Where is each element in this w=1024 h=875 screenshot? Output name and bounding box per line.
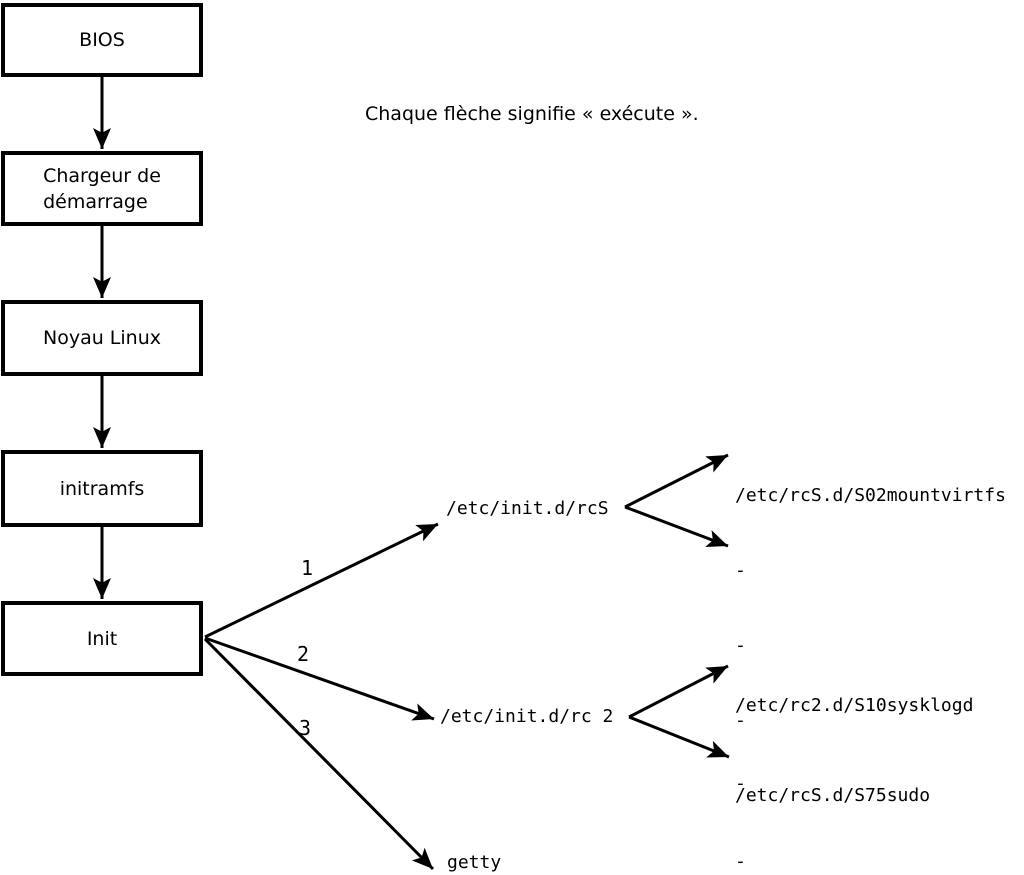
legend-note: Chaque flèche signifie « exécute ». — [365, 103, 699, 125]
rcs-script-list: /etc/rcS.d/S02mountvirtfs - - - /etc/rcS… — [735, 433, 1006, 858]
script-placeholder: - — [735, 773, 746, 794]
box-init: Init — [1, 601, 203, 676]
script-path: /etc/rcS.d/S02mountvirtfs — [735, 485, 1006, 506]
branch-2-target-path: /etc/init.d/rc 2 — [440, 706, 614, 727]
script-placeholder: - — [735, 710, 746, 731]
box-boot-loader: Chargeur de démarrage — [1, 151, 203, 226]
rc2-script-list: /etc/rc2.d/S10sysklogd - - - /etc/rc2.d/… — [735, 641, 973, 875]
script-path: /etc/rcS.d/S75sudo — [735, 785, 931, 806]
arrow-rcs-to-first-script — [624, 453, 729, 509]
branch-3-number: 3 — [299, 716, 312, 740]
box-initramfs-label: initramfs — [59, 477, 145, 500]
script-placeholder: - — [735, 560, 746, 581]
branch-2-number: 2 — [297, 642, 310, 666]
script-path: /etc/rc2.d/S10sysklogd — [735, 695, 974, 716]
branch-1-target-path: /etc/init.d/rcS — [446, 498, 609, 519]
branch-1-number: 1 — [301, 556, 314, 580]
box-linux-kernel-label: Noyau Linux — [43, 327, 161, 349]
arrow-rc2-to-first-script — [628, 664, 729, 719]
box-bios: BIOS — [1, 3, 203, 77]
script-placeholder: - — [735, 851, 746, 872]
script-placeholder: - — [735, 635, 746, 656]
box-boot-loader-label: Chargeur de démarrage — [43, 164, 161, 213]
arrow-init-to-rcs — [204, 522, 439, 639]
arrow-init-to-getty — [203, 637, 435, 871]
box-initramfs: initramfs — [1, 450, 203, 527]
arrow-init-to-rc2 — [204, 636, 435, 721]
box-linux-kernel: Noyau Linux — [1, 300, 203, 376]
box-init-label: Init — [86, 627, 118, 650]
branch-3-target-path: getty — [447, 852, 502, 873]
arrow-rcs-to-last-script — [624, 505, 729, 548]
arrow-rc2-to-last-script — [628, 715, 730, 759]
box-bios-label: BIOS — [79, 29, 125, 51]
